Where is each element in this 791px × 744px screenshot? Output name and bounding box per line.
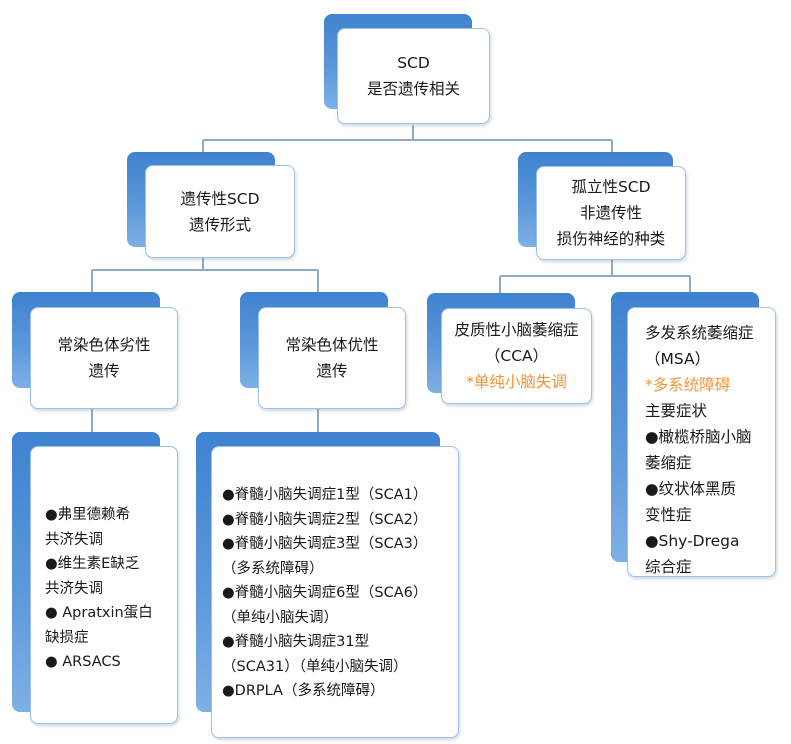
- node-dominant-list-card: ●脊髓小脑失调症1型（SCA1） ●脊髓小脑失调症2型（SCA2） ●脊髓小脑失…: [211, 446, 459, 738]
- recessive-item-1: ●弗里德赖希: [45, 507, 131, 523]
- dominant-line-2: 遗传: [316, 362, 348, 380]
- hereditary-line-1: 遗传性SCD: [180, 189, 260, 208]
- root-line-1: SCD: [397, 54, 430, 72]
- dominant-item-4: （多系统障碍）: [222, 560, 324, 577]
- isolated-line-3: 损伤神经的种类: [556, 230, 666, 248]
- dominant-item-1: ●脊髓小脑失调症1型（SCA1）: [222, 487, 428, 503]
- recessive-item-7: ● ARSACS: [45, 654, 121, 670]
- root-line-2: 是否遗传相关: [366, 80, 460, 98]
- recessive-item-4: 共济失调: [45, 580, 103, 597]
- recessive-line-2: 遗传: [88, 362, 120, 380]
- cca-line-1: 皮质性小脑萎缩症: [454, 321, 579, 339]
- node-cca-card: 皮质性小脑萎缩症 （CCA） *单纯小脑失调: [441, 308, 592, 404]
- msa-symptom-4: ●纹状体黑质: [645, 480, 737, 498]
- msa-symptom-7: 综合症: [645, 558, 692, 576]
- cca-line-2: （CCA）: [484, 347, 549, 365]
- node-hereditary-card: 遗传性SCD 遗传形式: [145, 165, 295, 258]
- dominant-item-9: ●DRPLA（多系统障碍）: [222, 683, 385, 699]
- msa-symptom-5: 变性症: [645, 506, 692, 524]
- hereditary-line-2: 遗传形式: [188, 215, 251, 234]
- recessive-item-5: ● Apratxin蛋白: [45, 605, 153, 621]
- dominant-item-7: ●脊髓小脑失调症31型: [222, 634, 370, 650]
- msa-line-2: （MSA）: [645, 350, 711, 368]
- dominant-item-2: ●脊髓小脑失调症2型（SCA2）: [222, 511, 428, 528]
- node-root-card: SCD 是否遗传相关: [337, 28, 490, 124]
- dominant-line-1: 常染色体优性: [285, 336, 379, 354]
- dominant-item-6: （单纯小脑失调）: [222, 609, 338, 626]
- dominant-item-5: ●脊髓小脑失调症6型（SCA6）: [222, 585, 428, 601]
- isolated-line-2: 非遗传性: [579, 204, 642, 222]
- msa-line-1: 多发系统萎缩症: [645, 324, 754, 342]
- node-isolated-card: 孤立性SCD 非遗传性 损伤神经的种类: [536, 166, 686, 260]
- msa-symptom-1: 主要症状: [645, 402, 708, 420]
- cca-note: *单纯小脑失调: [466, 373, 567, 391]
- recessive-item-6: 缺损症: [45, 629, 89, 646]
- recessive-item-3: ●维生素E缺乏: [45, 556, 140, 572]
- msa-note: *多系统障碍: [645, 376, 731, 394]
- msa-symptom-6: ●Shy-Drega: [645, 532, 740, 550]
- node-msa-card: 多发系统萎缩症 （MSA） *多系统障碍 主要症状 ●橄榄桥脑小脑 萎缩症 ●纹…: [627, 307, 776, 577]
- msa-symptom-2: ●橄榄桥脑小脑: [645, 428, 752, 446]
- node-recessive-list-card: ●弗里德赖希 共济失调 ●维生素E缺乏 共济失调 ● Apratxin蛋白 缺损…: [30, 446, 178, 724]
- dominant-item-8: （SCA31）（单纯小脑失调）: [222, 658, 408, 675]
- node-recessive-card: 常染色体劣性 遗传: [30, 307, 178, 409]
- node-dominant-card: 常染色体优性 遗传: [258, 307, 406, 409]
- recessive-item-2: 共济失调: [45, 531, 103, 548]
- isolated-line-1: 孤立性SCD: [571, 178, 651, 196]
- dominant-item-3: ●脊髓小脑失调症3型（SCA3）: [222, 536, 428, 552]
- msa-symptom-3: 萎缩症: [645, 454, 692, 472]
- recessive-line-1: 常染色体劣性: [57, 336, 151, 354]
